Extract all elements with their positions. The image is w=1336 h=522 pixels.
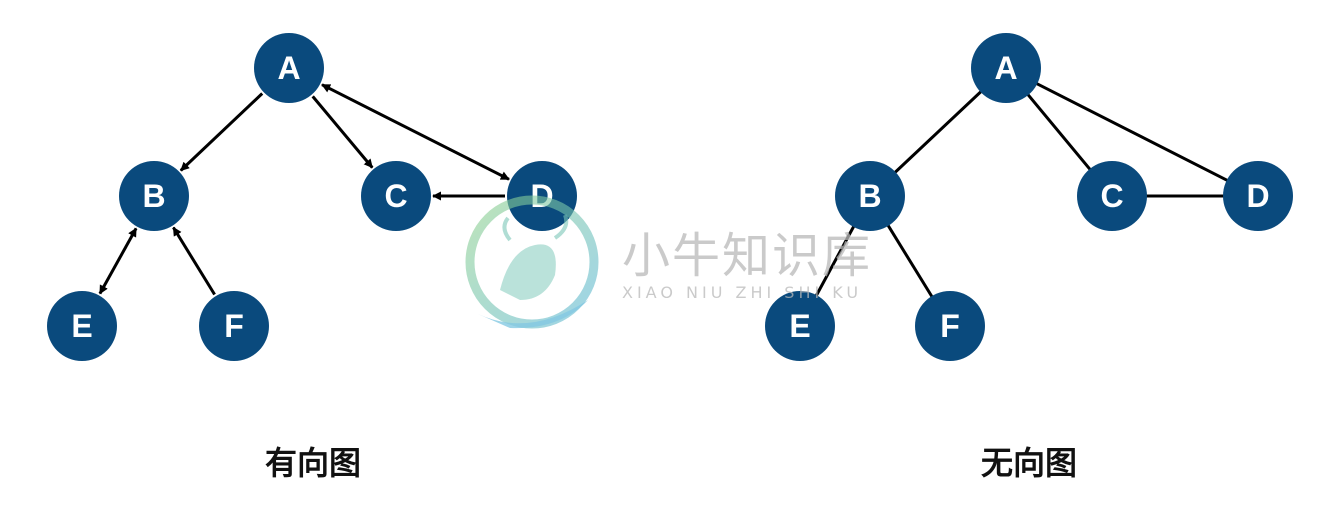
undirected-graph: A B C D E F 无向图 (765, 33, 1293, 482)
directed-edges (98, 83, 510, 296)
node-circle (915, 291, 985, 361)
directed-node-e: E (47, 291, 117, 361)
watermark-logo-icon (465, 195, 599, 329)
node-label: D (1246, 178, 1269, 214)
node-label: E (789, 308, 810, 344)
undirected-nodes: A B C D E F (765, 33, 1293, 361)
undirected-edges (814, 81, 1230, 299)
undirected-node-c: C (1077, 161, 1147, 231)
undirected-edge-a-b (892, 89, 984, 175)
undirected-edge-b-e (814, 224, 856, 298)
undirected-edge-b-f (886, 223, 934, 299)
node-circle (835, 161, 905, 231)
watermark-name-en: XIAO NIU ZHI SHI KU (622, 283, 862, 302)
node-circle (1223, 161, 1293, 231)
undirected-edge-a-d (1034, 81, 1230, 183)
directed-graph-caption: 有向图 (265, 444, 361, 482)
node-label: C (1100, 178, 1123, 214)
node-circle (1077, 161, 1147, 231)
node-circle (971, 33, 1041, 103)
directed-node-c: C (361, 161, 431, 231)
node-circle (47, 291, 117, 361)
undirected-graph-caption: 无向图 (981, 444, 1077, 482)
undirected-node-e: E (765, 291, 835, 361)
node-circle (254, 33, 324, 103)
node-circle (765, 291, 835, 361)
node-label: C (384, 178, 407, 214)
directed-edge-a-b (179, 92, 264, 172)
undirected-node-b: B (835, 161, 905, 231)
undirected-node-f: F (915, 291, 985, 361)
directed-node-a: A (254, 33, 324, 103)
node-label: E (71, 308, 92, 344)
undirected-node-a: A (971, 33, 1041, 103)
directed-node-f: F (199, 291, 269, 361)
node-circle (361, 161, 431, 231)
undirected-edge-a-c (1025, 92, 1093, 172)
node-circle (199, 291, 269, 361)
node-circle (507, 161, 577, 231)
node-label: A (994, 50, 1017, 86)
node-label: B (858, 178, 881, 214)
directed-edge-a-d (321, 83, 510, 181)
directed-node-b: B (119, 161, 189, 231)
directed-edge-f-b (172, 226, 216, 296)
node-label: A (277, 50, 300, 86)
node-label: B (142, 178, 165, 214)
watermark: 小牛知识库 XIAO NIU ZHI SHI KU (465, 195, 872, 329)
directed-edge-e-b (98, 227, 138, 295)
node-circle (119, 161, 189, 231)
node-label: F (940, 308, 960, 344)
node-label: F (224, 308, 244, 344)
undirected-node-d: D (1223, 161, 1293, 231)
watermark-name-cn: 小牛知识库 (622, 228, 872, 284)
